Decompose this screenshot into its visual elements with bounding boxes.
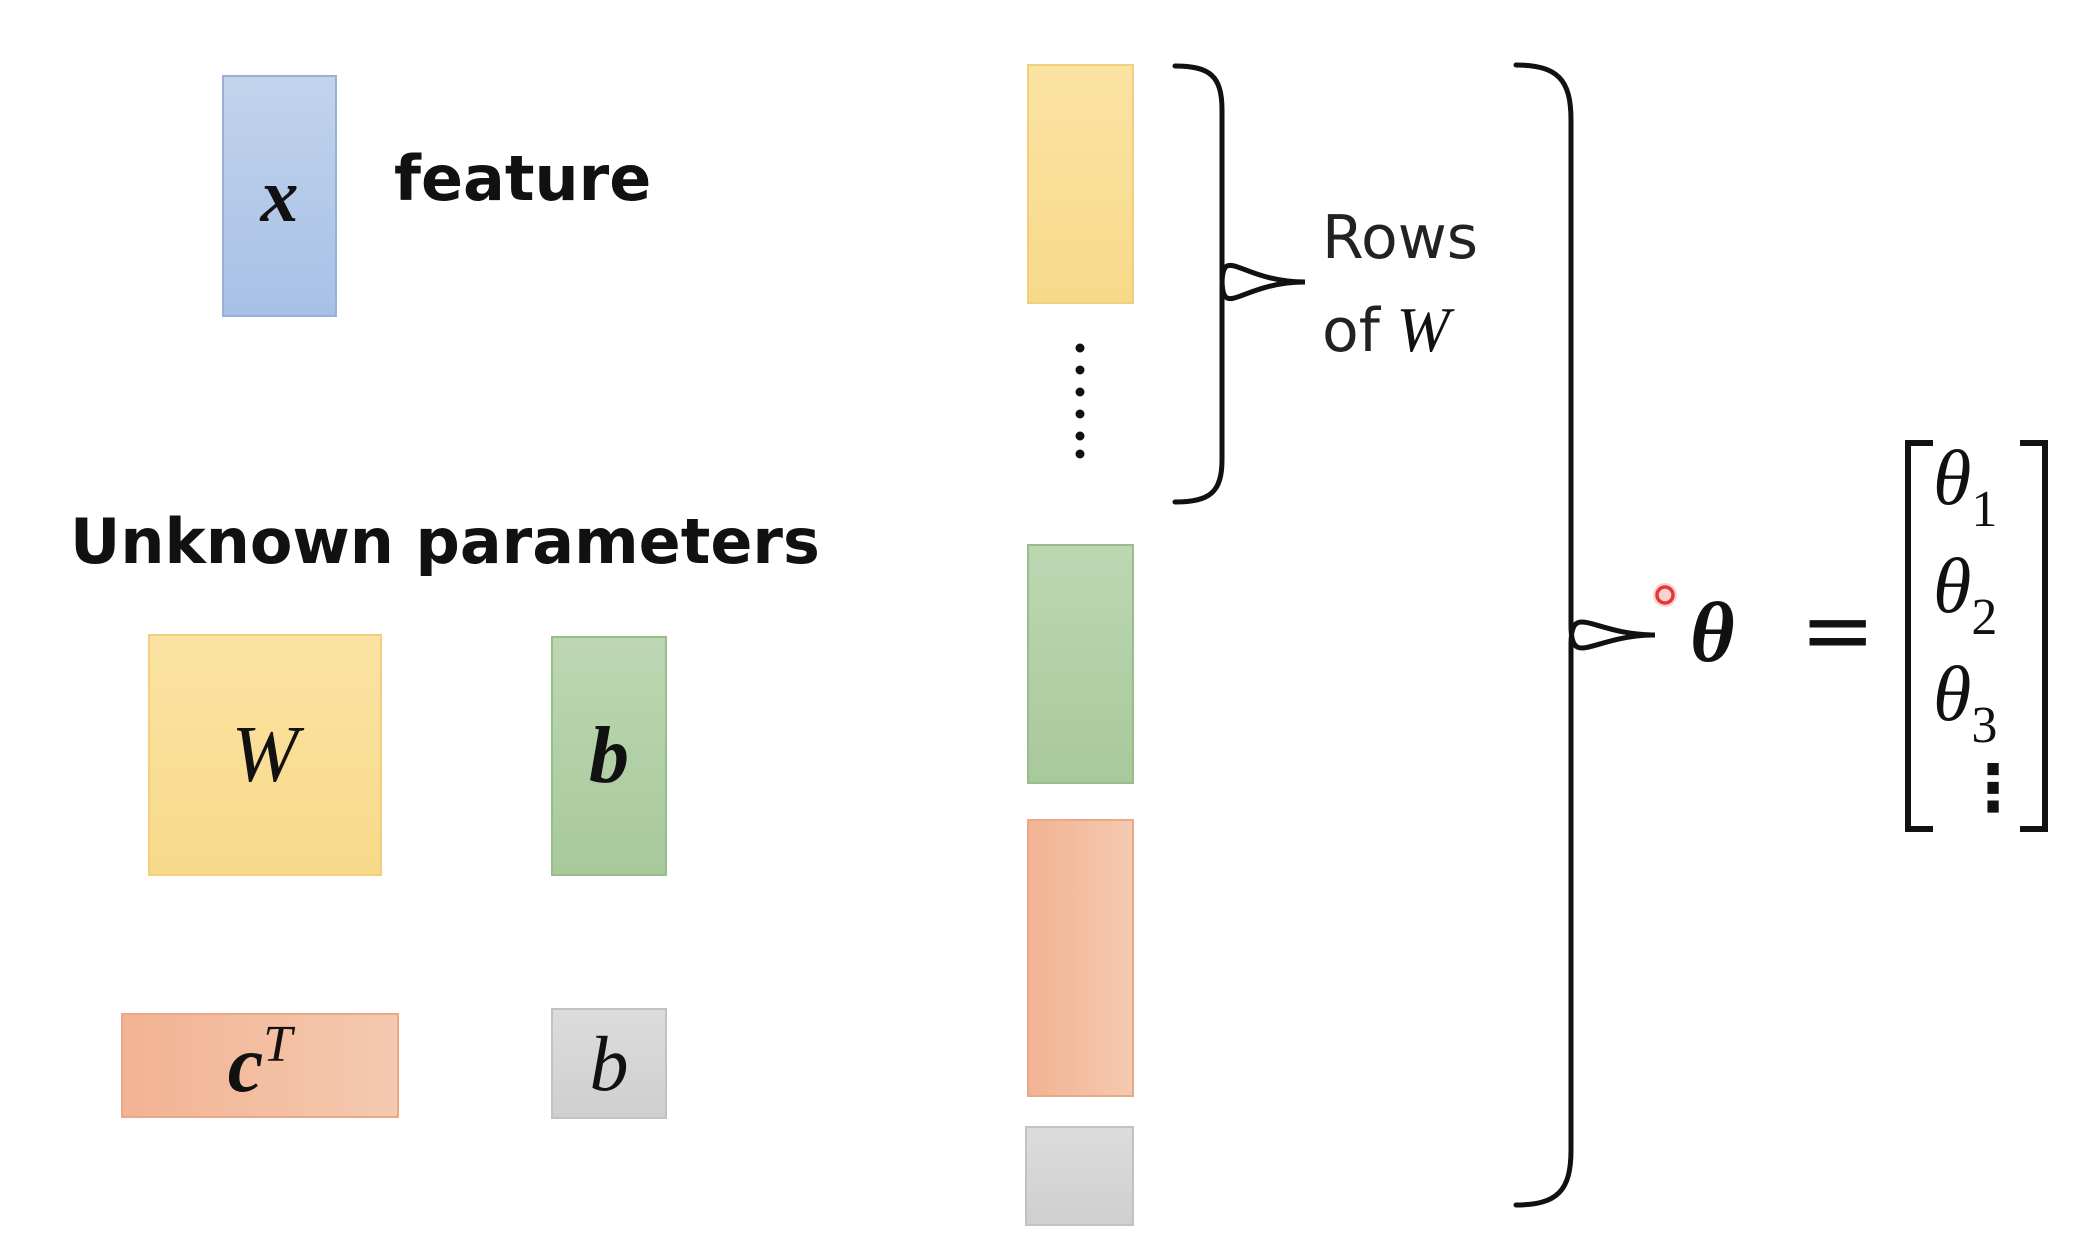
theta-entry-1-base: θ — [1933, 434, 1972, 521]
theta-entry-3-sub: 3 — [1971, 697, 1998, 754]
symbol-W: W — [231, 710, 299, 799]
stack-b-scalar — [1025, 1126, 1134, 1226]
stack-cT — [1027, 819, 1134, 1097]
symbol-b-italic: b — [589, 1019, 629, 1107]
theta-entry-3-base: θ — [1933, 650, 1972, 737]
param-cT-block: cT — [121, 1013, 399, 1118]
dotted-vertical-ellipsis — [1075, 343, 1085, 459]
equals-sign: = — [1800, 578, 1876, 683]
stack-b-vector — [1027, 544, 1134, 784]
stack-ellipsis — [1074, 342, 1086, 460]
symbol-c-bold: c — [227, 1021, 264, 1109]
pointer-cursor-icon — [1653, 583, 1677, 607]
rows-label-line1: Rows — [1322, 203, 1479, 273]
theta-entry-2: θ2 — [1933, 540, 1997, 646]
theta-entry-1-sub: 1 — [1971, 481, 1998, 538]
rows-label-line2: of W — [1322, 293, 1450, 367]
rows-label-W: W — [1396, 294, 1450, 365]
symbol-b-bold: b — [589, 711, 629, 800]
theta-vdots: ⋮ — [1961, 752, 2025, 826]
rows-label-of: of — [1322, 296, 1380, 366]
param-W-block: W — [148, 634, 382, 876]
theta-big-brace — [1513, 62, 1656, 1208]
theta-entry-3: θ3 — [1933, 648, 1997, 754]
rows-brace — [1172, 63, 1306, 505]
param-b-scalar-block: b — [551, 1008, 667, 1119]
symbol-cT: cT — [227, 1016, 292, 1111]
feature-label: feature — [394, 142, 652, 215]
theta-symbol: θ — [1690, 584, 1735, 680]
matrix-bracket-right — [2020, 440, 2048, 832]
unknown-parameters-heading: Unknown parameters — [70, 505, 820, 578]
matrix-bracket-left — [1905, 440, 1933, 832]
symbol-transpose: T — [263, 1016, 293, 1073]
stack-row-of-W-first — [1027, 64, 1134, 304]
symbol-x: x — [260, 153, 299, 238]
theta-entry-2-base: θ — [1933, 542, 1972, 629]
theta-entry-1: θ1 — [1933, 432, 1997, 538]
param-b-vector-block: b — [551, 636, 667, 876]
feature-block-x: x — [222, 75, 337, 317]
theta-entry-2-sub: 2 — [1971, 589, 1998, 646]
